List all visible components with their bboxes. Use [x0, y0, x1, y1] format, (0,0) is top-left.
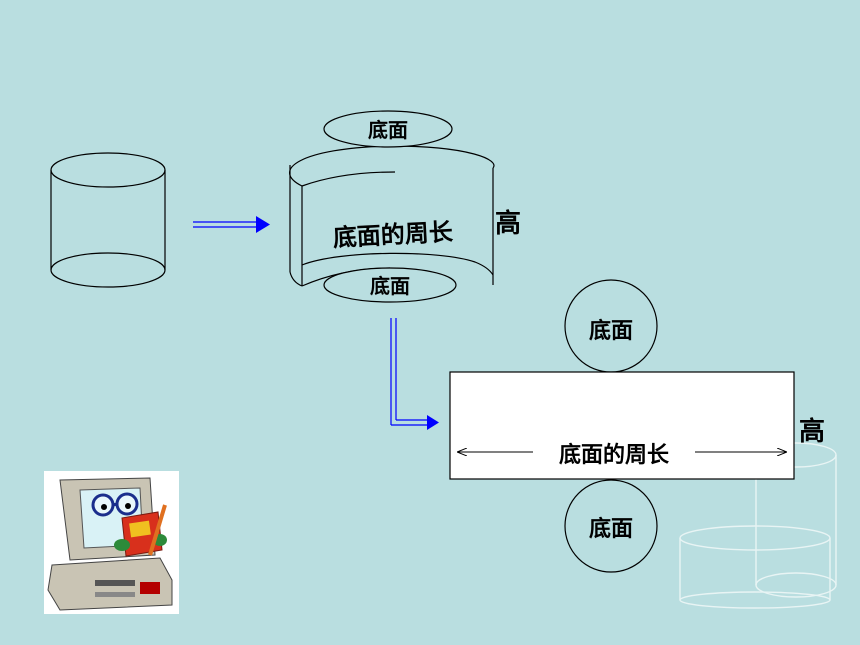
net-bottom-circle: 底面: [564, 479, 658, 573]
height-label-top: 高: [495, 208, 521, 239]
net-rectangle: 底面的周长: [449, 371, 795, 480]
mascot-icon: [44, 471, 179, 614]
unrolling-cylinder: [289, 145, 495, 287]
height-label-net: 高: [799, 416, 825, 447]
net-top-base-label: 底面: [589, 318, 633, 344]
original-cylinder: [50, 152, 166, 288]
faint-cylinder-decoration: [679, 442, 837, 609]
bottom-base-ellipse: 底面: [323, 267, 457, 303]
top-base-label: 底面: [368, 118, 408, 142]
arrow-to-unrolled: [193, 216, 270, 233]
net-bottom-base-label: 底面: [589, 516, 633, 542]
surface-circumference-label: 底面的周长: [332, 218, 454, 252]
net-top-circle: 底面: [564, 279, 658, 373]
arrow-to-net: [390, 318, 439, 430]
net-circumference-label: 底面的周长: [559, 442, 670, 468]
top-base-ellipse: 底面: [323, 110, 453, 148]
bottom-base-label: 底面: [370, 274, 410, 298]
